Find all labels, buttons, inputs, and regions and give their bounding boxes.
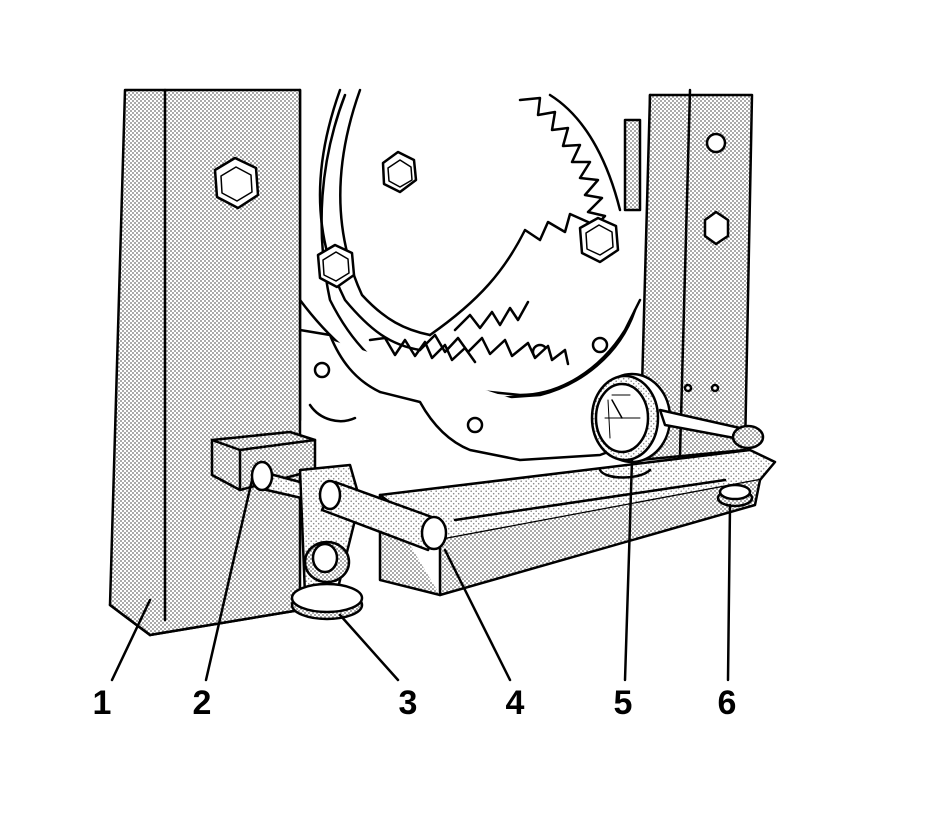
leader-line-2 xyxy=(204,478,254,682)
callout-5: 5 xyxy=(614,684,633,722)
fixture-foot xyxy=(716,483,754,508)
dial-indicator-gauge xyxy=(590,372,765,464)
callout-2: 2 xyxy=(193,684,212,722)
leader-line-1 xyxy=(110,598,152,682)
gear-bolt xyxy=(381,150,418,194)
leader-line-4 xyxy=(443,548,512,682)
leader-line-3 xyxy=(338,613,400,682)
callout-4: 4 xyxy=(506,684,525,722)
callout-labels: 1 2 3 4 5 6 xyxy=(93,684,737,722)
leader-line-5 xyxy=(623,458,634,682)
callout-3: 3 xyxy=(399,684,418,722)
crank-gear xyxy=(316,88,642,366)
leader-lines xyxy=(110,458,732,682)
callout-1: 1 xyxy=(93,684,112,722)
leader-line-6 xyxy=(726,503,732,682)
callout-6: 6 xyxy=(718,684,737,722)
left-upright-fixture xyxy=(108,88,302,637)
upright-bolt xyxy=(213,156,260,210)
gear-bolt xyxy=(316,243,356,289)
right-upright-fixture xyxy=(638,88,754,462)
indicator-rod xyxy=(318,479,448,552)
gear-bolt xyxy=(578,216,620,264)
